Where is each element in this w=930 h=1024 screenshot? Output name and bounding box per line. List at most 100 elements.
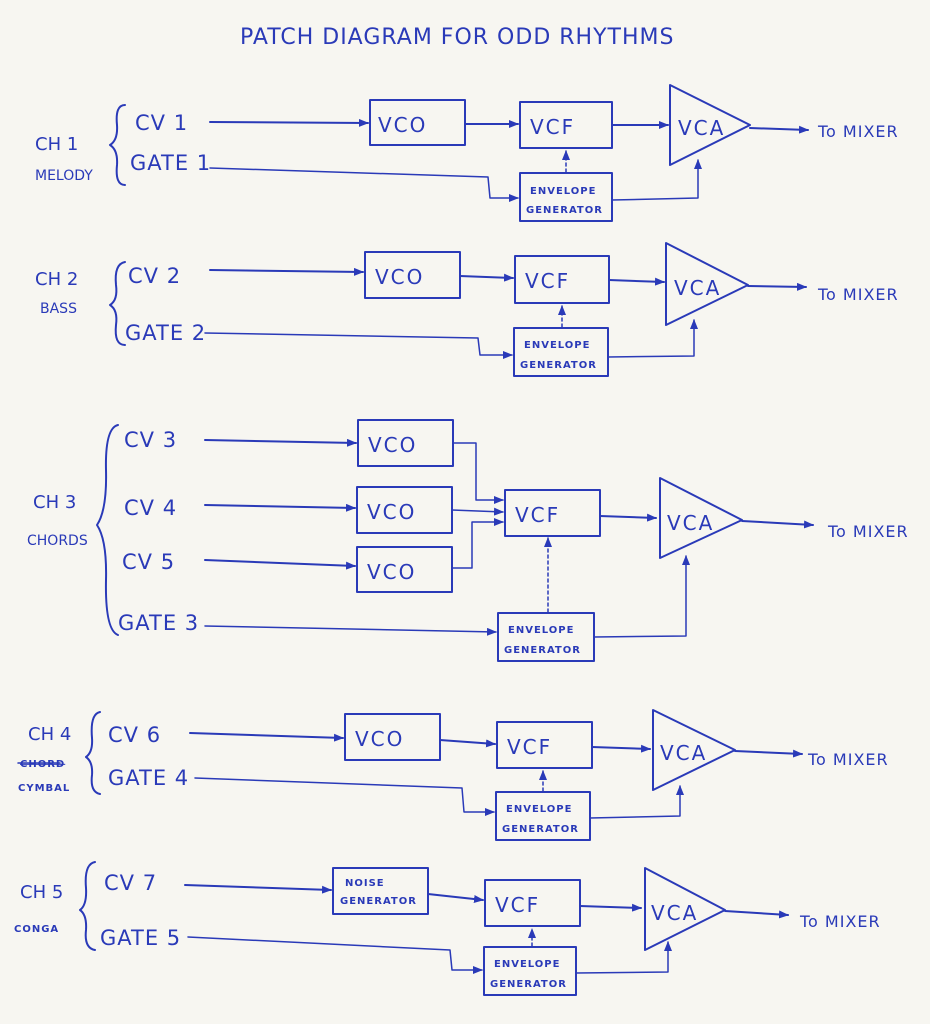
ch5-vca-label: VCA [651, 901, 698, 925]
channel-2: CH 2 BASS CV 2 GATE 2 VCO VCF VCA To MIX… [35, 242, 898, 377]
ch2-vca-triangle [665, 242, 749, 326]
ch5-vcf-label: VCF [495, 893, 540, 917]
ch2-out-wire [747, 282, 807, 291]
ch1-vca-label: VCA [678, 116, 725, 140]
cv3-label: CV 3 [124, 428, 177, 452]
ch3-vco3-label: VCO [367, 560, 416, 584]
ch3-out-wire [741, 520, 814, 529]
cv7-to-noise-wire [184, 884, 332, 894]
ch4-vca-triangle [652, 709, 736, 791]
cv6-label: CV 6 [108, 723, 161, 747]
ch4-to-mixer: To MIXER [807, 750, 889, 769]
channel-1-brace [109, 104, 126, 186]
ch5-env-line1: ENVELOPE [494, 959, 560, 970]
cv1-to-vco-wire [209, 118, 369, 127]
cv4-to-vco-wire [204, 503, 356, 512]
ch5-vca-triangle [644, 867, 726, 951]
ch3-vcf-to-vca-wire [599, 513, 657, 522]
ch3-env-line1: ENVELOPE [508, 625, 574, 636]
channel-5: CH 5 CONGA CV 7 GATE 5 NOISE GENERATOR V… [14, 861, 880, 996]
ch2-vco-to-vcf-wire [459, 273, 514, 282]
ch1-to-mixer: To MIXER [817, 122, 899, 141]
channel-2-label: CH 2 [35, 269, 78, 290]
ch5-env-box [483, 946, 577, 996]
ch1-vco-label: VCO [378, 113, 427, 137]
cv5-label: CV 5 [122, 550, 175, 574]
channel-3-brace [96, 424, 119, 636]
ch4-vco-box [344, 713, 441, 761]
ch3-vcf-box [504, 489, 601, 537]
cv4-label: CV 4 [124, 496, 177, 520]
gate5-label: GATE 5 [100, 926, 181, 950]
ch3-vca-triangle [659, 477, 743, 559]
ch1-env-line2: GENERATOR [526, 205, 603, 216]
ch4-vco-to-vcf-wire [439, 739, 496, 748]
ch2-vco-label: VCO [375, 265, 424, 289]
ch2-vca-label: VCA [674, 276, 721, 300]
ch3-env-line2: GENERATOR [504, 645, 581, 656]
ch5-vcf-box [484, 879, 581, 927]
ch5-env-to-vca-wire [575, 941, 672, 974]
cv2-to-vco-wire [209, 267, 364, 276]
channel-3-label: CH 3 [33, 492, 76, 513]
gate2-label: GATE 2 [125, 321, 206, 345]
ch4-env-box [495, 791, 591, 841]
ch4-out-wire [734, 749, 803, 758]
ch1-env-box [519, 172, 613, 222]
ch1-out-wire [749, 125, 809, 134]
ch4-env-to-vca-wire [589, 785, 684, 819]
ch4-vcf-box [496, 721, 593, 769]
channel-1-role: MELODY [35, 168, 93, 184]
ch2-env-line2: GENERATOR [520, 360, 597, 371]
cv7-label: CV 7 [104, 871, 157, 895]
diagram-title: PATCH DIAGRAM FOR ODD RHYTHMS [240, 25, 674, 50]
ch2-vcf-to-vca-wire [608, 277, 665, 286]
ch2-env-box [513, 327, 609, 377]
cv3-to-vco-wire [204, 438, 357, 447]
channel-1: CH 1 MELODY CV 1 GATE 1 VCO VCF VCA To M… [35, 84, 899, 222]
channel-4-role: CYMBAL [18, 783, 70, 794]
ch5-env-line2: GENERATOR [490, 979, 567, 990]
ch1-vco-box [369, 99, 466, 146]
ch4-vco-label: VCO [355, 727, 404, 751]
gate3-label: GATE 3 [118, 611, 199, 635]
vco2-to-vcf-wire [451, 507, 504, 516]
vco3-to-vcf-wire [451, 518, 504, 569]
channel-3-role: CHORDS [27, 533, 88, 549]
gate3-to-env-wire [204, 625, 497, 636]
ch4-vca-label: VCA [660, 741, 707, 765]
gate4-label: GATE 4 [108, 766, 189, 790]
ch5-vcf-to-vca-wire [579, 903, 642, 912]
gate5-to-env-wire [187, 936, 483, 974]
channel-4-struck-role: CHORD [20, 759, 65, 770]
ch5-noise-box [332, 867, 429, 915]
ch3-vco1-label: VCO [368, 433, 417, 457]
ch5-noise-to-vcf-wire [427, 893, 484, 904]
channel-5-brace [79, 861, 96, 951]
ch1-vca-triangle [669, 84, 751, 166]
cv1-label: CV 1 [135, 111, 188, 135]
ch2-env-line1: ENVELOPE [524, 340, 590, 351]
ch2-vcf-label: VCF [525, 269, 570, 293]
ch4-vcf-label: VCF [507, 735, 552, 759]
channel-5-label: CH 5 [20, 882, 63, 903]
channel-3: CH 3 CHORDS CV 3 CV 4 CV 5 GATE 3 VCO VC… [27, 419, 909, 662]
ch3-vco3-box [356, 546, 453, 593]
channel-2-brace [109, 261, 126, 346]
ch4-env-line2: GENERATOR [502, 824, 579, 835]
channel-1-label: CH 1 [35, 134, 78, 155]
ch3-vco2-label: VCO [367, 500, 416, 524]
channel-2-role: BASS [40, 301, 77, 317]
ch1-vcf-label: VCF [530, 115, 575, 139]
channel-4-brace [85, 711, 101, 795]
channel-4-label: CH 4 [28, 724, 71, 745]
ch2-env-to-vca-wire [607, 319, 698, 358]
gate4-to-env-wire [194, 777, 495, 816]
ch5-out-wire [724, 910, 789, 919]
ch3-to-mixer: To MIXER [827, 522, 909, 541]
ch3-vcf-label: VCF [515, 503, 560, 527]
ch5-noise-line1: NOISE [345, 878, 385, 889]
vco1-to-vcf-wire [452, 442, 504, 504]
gate1-label: GATE 1 [130, 151, 211, 175]
